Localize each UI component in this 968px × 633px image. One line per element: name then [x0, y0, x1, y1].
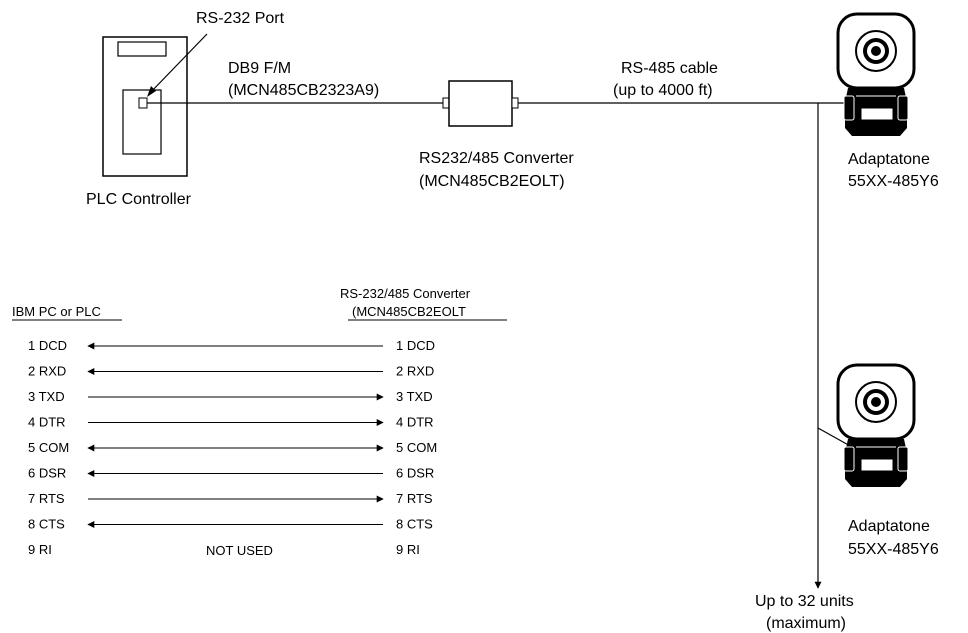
pinout-right-header-part: (MCN485CB2EOLT: [352, 304, 466, 319]
not-used-label: NOT USED: [206, 543, 273, 558]
pinout-left-header: IBM PC or PLC: [12, 304, 101, 319]
pin-left-label: 5 COM: [28, 440, 69, 455]
db9-part-label: (MCN485CB2323A9): [228, 82, 379, 99]
device1-name-label: Adaptatone: [848, 151, 930, 168]
converter-label: RS232/485 Converter: [419, 150, 574, 167]
pinout-row: 4 DTR 4 DTR: [28, 415, 434, 430]
rs232-485-converter: [442, 80, 519, 127]
pinout-row: 8 CTS 8 CTS: [28, 517, 433, 532]
device2-name-label: Adaptatone: [848, 518, 930, 535]
pinout-row: 7 RTS 7 RTS: [28, 491, 433, 506]
pinout-table: IBM PC or PLC RS-232/485 Converter (MCN4…: [12, 286, 507, 558]
adaptatone-device-2-icon: [836, 363, 916, 487]
converter-part-label: (MCN485CB2EOLT): [419, 173, 565, 190]
device1-model-label: 55XX-485Y6: [848, 173, 939, 190]
pin-left-label: 4 DTR: [28, 415, 66, 430]
pinout-row: 3 TXD 3 TXD: [28, 389, 433, 404]
plc-controller: [102, 36, 188, 177]
pin-left-label: 2 RXD: [28, 364, 66, 379]
db9-label: DB9 F/M: [228, 60, 291, 77]
pinout-row: 2 RXD 2 RXD: [28, 364, 434, 379]
pin-left-label: 8 CTS: [28, 517, 65, 532]
plc-controller-label: PLC Controller: [86, 191, 192, 208]
pinout-right-header: RS-232/485 Converter: [340, 286, 471, 301]
pinout-row: 9 RI 9 RI: [28, 542, 420, 557]
rs485-length-label: (up to 4000 ft): [613, 82, 713, 99]
pin-right-label: 5 COM: [396, 440, 437, 455]
pin-left-label: 9 RI: [28, 542, 52, 557]
rs485-label: RS-485 cable: [621, 60, 718, 77]
pin-right-label: 3 TXD: [396, 389, 433, 404]
pin-right-label: 4 DTR: [396, 415, 434, 430]
device2-model-label: 55XX-485Y6: [848, 541, 939, 558]
pin-left-label: 7 RTS: [28, 491, 65, 506]
pinout-row: 1 DCD 1 DCD: [28, 338, 435, 353]
pin-right-label: 9 RI: [396, 542, 420, 557]
pinout-row: 6 DSR 6 DSR: [28, 466, 434, 481]
device2-stub-line: [817, 427, 853, 448]
max-units-label: Up to 32 units: [755, 593, 854, 610]
pin-right-label: 2 RXD: [396, 364, 434, 379]
pin-left-label: 6 DSR: [28, 466, 66, 481]
pin-left-label: 3 TXD: [28, 389, 65, 404]
rs232-port-pointer: [147, 33, 208, 97]
pin-right-label: 6 DSR: [396, 466, 434, 481]
pin-left-label: 1 DCD: [28, 338, 67, 353]
pin-right-label: 8 CTS: [396, 517, 433, 532]
pin-right-label: 1 DCD: [396, 338, 435, 353]
rs232-port-label: RS-232 Port: [196, 10, 285, 27]
pin-right-label: 7 RTS: [396, 491, 433, 506]
max-units-note: (maximum): [766, 615, 846, 632]
adaptatone-device-1-icon: [836, 12, 916, 136]
pinout-row: 5 COM 5 COM: [28, 440, 437, 455]
